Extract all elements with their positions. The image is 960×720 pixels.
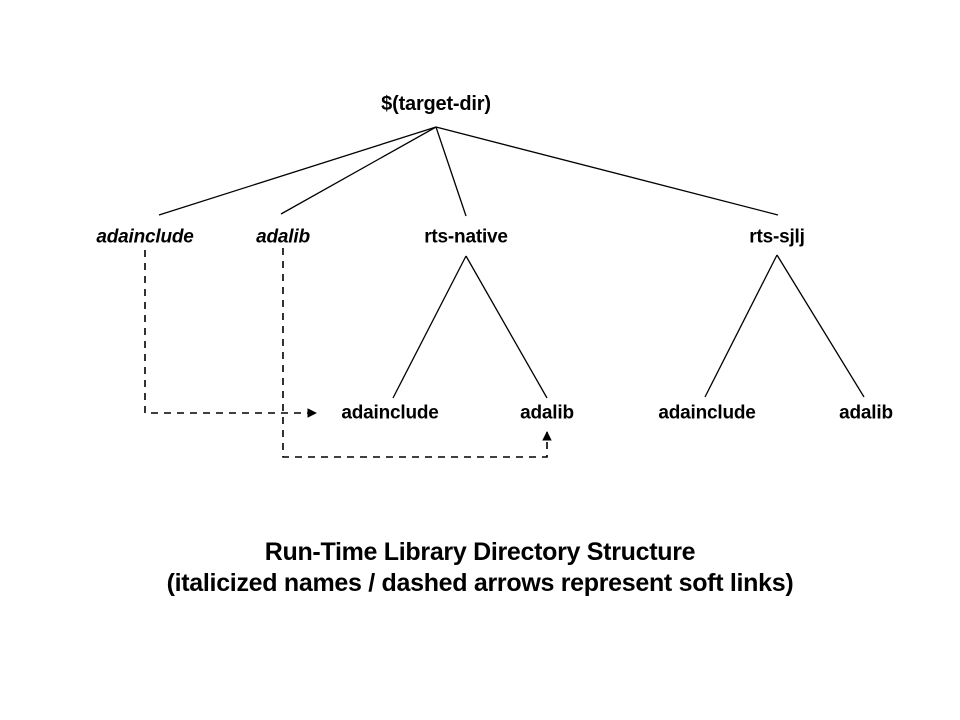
edge-root-to-rts-native <box>435 126 467 217</box>
edge-rts-sjlj-to-adalib <box>776 254 865 398</box>
edge-group-root <box>158 126 779 217</box>
edge-rts-native-to-adainclude <box>392 255 467 399</box>
node-adalib-softlink: adalib <box>256 226 310 248</box>
node-root-target-dir: $(target-dir) <box>381 93 491 115</box>
node-rts-sjlj: rts-sjlj <box>749 226 805 248</box>
node-rts-native: rts-native <box>424 226 508 248</box>
edge-group-rts-native <box>392 255 548 399</box>
edge-root-to-rts-sjlj <box>435 126 779 216</box>
edge-root-to-adalib <box>280 126 437 215</box>
edge-group-rts-sjlj <box>704 254 865 398</box>
caption-subtitle: (italicized names / dashed arrows repres… <box>166 569 794 597</box>
caption-title: Run-Time Library Directory Structure <box>264 538 696 566</box>
soft-link-arrow-adainclude <box>144 250 317 418</box>
edge-rts-sjlj-to-adainclude <box>704 254 778 398</box>
edge-rts-native-to-adalib <box>465 255 548 399</box>
node-rts-native-adalib: adalib <box>520 402 574 424</box>
edge-root-to-adainclude <box>158 126 437 216</box>
node-adainclude-softlink: adainclude <box>96 226 194 248</box>
node-rts-sjlj-adainclude: adainclude <box>658 402 756 424</box>
node-rts-native-adainclude: adainclude <box>341 402 439 424</box>
figure-caption: Run-Time Library Directory Structure (it… <box>0 537 960 599</box>
soft-link-arrow-adalib <box>282 248 552 458</box>
node-rts-sjlj-adalib: adalib <box>839 402 893 424</box>
